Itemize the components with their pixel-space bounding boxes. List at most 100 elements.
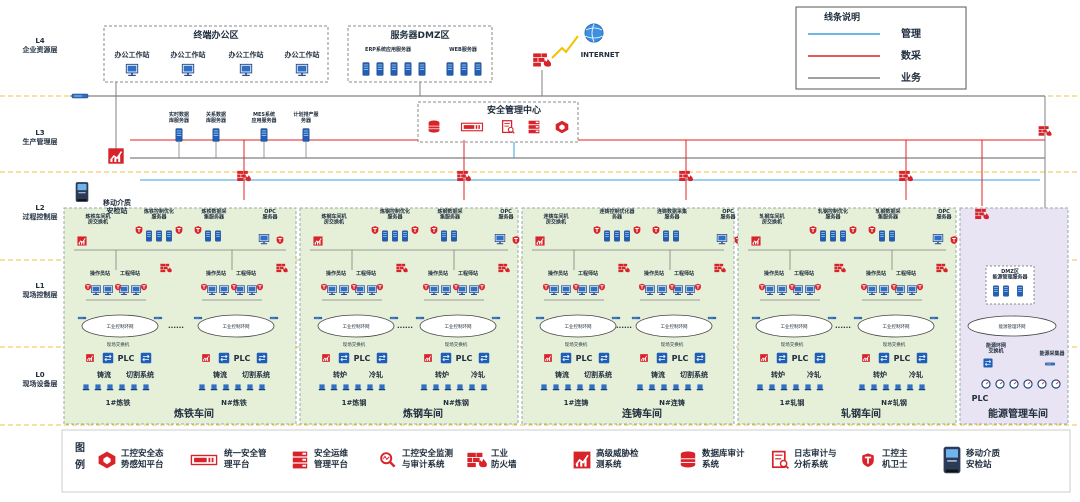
field-device-icon <box>142 384 150 391</box>
meter-icon <box>1051 379 1061 389</box>
threat-detection-icon <box>423 353 433 363</box>
field-device-icon <box>106 384 114 391</box>
more-units-dots: ...... <box>616 322 632 330</box>
ring-network-label: 工业控制环网 <box>343 323 370 330</box>
field-device-icon <box>118 384 126 391</box>
legend-item-label: 势感知平台 <box>121 459 164 470</box>
plc-label: PLC <box>354 354 371 363</box>
database-audit-icon <box>680 450 696 468</box>
field-device-icon <box>246 384 254 391</box>
server-icon <box>840 230 846 242</box>
unit-name: N#连铸 <box>659 398 685 407</box>
legend-item-label: 工控主 <box>882 448 908 459</box>
ring-network-label: 工业控制环网 <box>565 323 592 330</box>
server-icon <box>889 230 895 242</box>
threat-detection-icon <box>572 450 592 470</box>
server-icon <box>146 230 152 242</box>
ring-switch-icon <box>827 316 837 320</box>
switch-icon <box>598 352 610 364</box>
system-label-1: 铸流 <box>555 370 569 379</box>
switch-icon <box>218 352 230 364</box>
legend-title: 例 <box>75 458 85 471</box>
workshop-name: 轧钢车间 <box>841 407 881 420</box>
firewall-icon <box>533 53 552 67</box>
server-icon <box>673 230 679 242</box>
system-label-2: 冷轧 <box>369 370 383 379</box>
ring-switch-icon <box>707 316 717 320</box>
field-switch-label: 现场交换机 <box>781 341 804 348</box>
server-icon <box>205 230 211 242</box>
l3-server-label: 务器 <box>301 117 312 124</box>
ring-network <box>419 314 497 338</box>
ring-network-label: 工业控制环网 <box>781 323 808 330</box>
legend-item-label: 系统 <box>702 459 720 470</box>
more-units-dots: ...... <box>168 322 184 330</box>
ring-switch-icon <box>313 316 323 320</box>
more-units-dots: ...... <box>397 322 413 330</box>
ring-switch-icon <box>929 316 939 320</box>
server-icon <box>212 128 220 142</box>
l3-server-label: 计划排产服 <box>293 111 319 118</box>
threat-detection-icon <box>639 353 649 363</box>
layer-name-l0: 现场设备层 <box>23 379 58 388</box>
legend-item-label: 安全运维 <box>314 448 349 459</box>
workshop-area <box>299 207 519 425</box>
server-icon <box>392 230 398 242</box>
ring-switch-icon <box>389 316 399 320</box>
globe-icon <box>584 23 604 43</box>
threat-detection-icon <box>759 353 769 363</box>
field-device-icon <box>378 384 386 391</box>
server-icon <box>175 128 183 142</box>
ring-network-label: 工业控制环网 <box>883 323 910 330</box>
engineer-station-label: 工程师站 <box>794 270 814 277</box>
server-icon <box>474 62 482 76</box>
server-icon <box>879 230 885 242</box>
server-icon <box>302 128 310 142</box>
legend-item-label: 理平台 <box>224 459 250 470</box>
threat-detection-icon <box>76 235 88 247</box>
switch-icon <box>256 352 268 364</box>
workshop-switch-label: 轧钢车间机 <box>759 213 784 220</box>
layer-name-l4: 企业资源层 <box>22 45 58 54</box>
system-label-1: 转炉 <box>873 370 887 379</box>
plc-label: PLC <box>118 354 135 363</box>
ring-switch-icon <box>77 316 87 320</box>
opt-server-label: 轧钢控制优化 <box>818 208 848 215</box>
system-label-1: 铸流 <box>97 370 111 379</box>
operator-station-label: 操作员站 <box>206 270 226 277</box>
operator-station-label: 操作员站 <box>90 270 110 277</box>
switch-icon <box>102 352 114 364</box>
energy-switch-label: 能源环网 <box>986 342 1006 349</box>
workshop-switch-label: 连铸车间机 <box>543 213 568 220</box>
workshop-area <box>737 207 957 425</box>
threat-detection-icon <box>201 353 211 363</box>
workshop-name: 炼钢车间 <box>403 407 443 420</box>
meter-icon <box>1037 379 1047 389</box>
field-device-icon <box>366 384 374 391</box>
legend-item-label: 机卫士 <box>882 459 908 470</box>
layer-code-l2: L2 <box>35 204 44 212</box>
system-label-1: 转炉 <box>771 370 785 379</box>
layer-code-l1: L1 <box>35 282 44 290</box>
unit-name: 1#连铸 <box>564 398 589 407</box>
engineer-station-label: 工程师站 <box>120 270 140 277</box>
opt-server-label: 服务器 <box>387 214 403 221</box>
switch-icon <box>656 352 668 364</box>
system-label-2: 切割系统 <box>126 370 154 379</box>
engineer-station-label: 工程师站 <box>458 270 478 277</box>
legend-item-label: 管理平台 <box>314 459 349 470</box>
ring-switch-icon <box>415 316 425 320</box>
field-device-icon <box>882 384 890 391</box>
threat-detection-icon <box>107 147 125 165</box>
threat-detection-icon <box>321 353 331 363</box>
office-station-label: 办公工作站 <box>115 50 150 59</box>
ring-network <box>635 314 713 338</box>
switch-icon <box>376 352 388 364</box>
field-device-icon <box>768 384 776 391</box>
threat-detection-icon <box>312 235 324 247</box>
energy-ring-label: 能源管理环网 <box>999 323 1026 330</box>
security-ops-icon <box>292 451 308 469</box>
plc-label: PLC <box>234 354 251 363</box>
workshop-switch-label: 炼钢车间机 <box>321 213 346 220</box>
server-icon <box>404 62 412 76</box>
